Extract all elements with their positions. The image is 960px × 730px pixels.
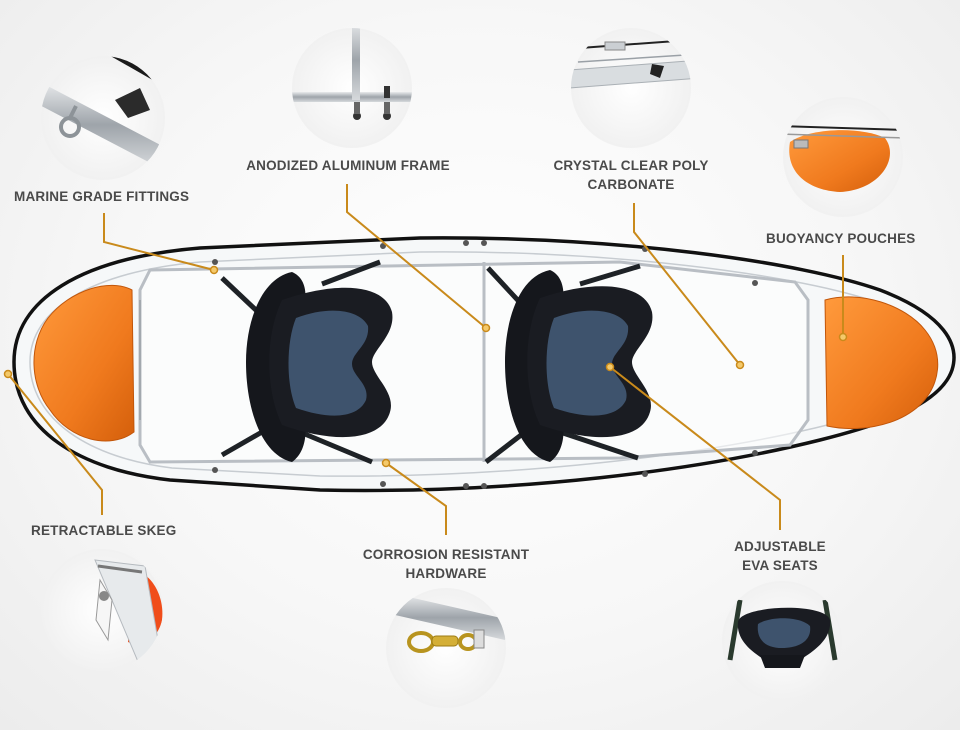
label-buoyancy-pouches: BUOYANCY POUCHES — [766, 231, 916, 246]
leader-corrosion-resistant-hardware — [385, 462, 447, 535]
leader-marine-grade-fittings — [103, 213, 215, 271]
buoyancy-pouch-icon — [783, 97, 903, 217]
leader-dots — [3, 265, 848, 468]
seat-rear — [220, 259, 393, 465]
aluminum-frame-icon — [292, 28, 412, 148]
brass-snap-hook-icon — [386, 588, 506, 708]
label-adjustable-eva-seats: ADJUSTABLE EVA SEATS — [734, 539, 826, 573]
hull-rivets — [212, 240, 758, 489]
label-corrosion-resistant-hardware: CORROSION RESISTANT HARDWARE — [362, 547, 530, 581]
buoyancy-pouch-left — [33, 284, 135, 442]
kayak — [12, 236, 956, 493]
seat-front — [484, 263, 653, 464]
leader-retractable-skeg — [7, 373, 103, 515]
label-anodized-aluminum-frame: ANODIZED ALUMINUM FRAME — [246, 158, 450, 173]
eva-seat-icon — [722, 581, 842, 701]
eyebolt-fitting-icon — [41, 56, 165, 180]
leader-lines — [7, 184, 844, 535]
polycarbonate-hull-icon — [571, 28, 691, 148]
leader-anodized-aluminum-frame — [346, 184, 487, 329]
leader-adjustable-eva-seats — [609, 366, 781, 530]
leader-crystal-clear-polycarbonate — [633, 203, 741, 366]
skeg-icon — [41, 549, 163, 671]
label-crystal-clear-polycarbonate: CRYSTAL CLEAR POLY CARBONATE — [553, 158, 709, 192]
buoyancy-pouch-right — [824, 296, 939, 429]
label-retractable-skeg: RETRACTABLE SKEG — [31, 523, 177, 538]
label-marine-grade-fittings: MARINE GRADE FITTINGS — [14, 189, 190, 204]
